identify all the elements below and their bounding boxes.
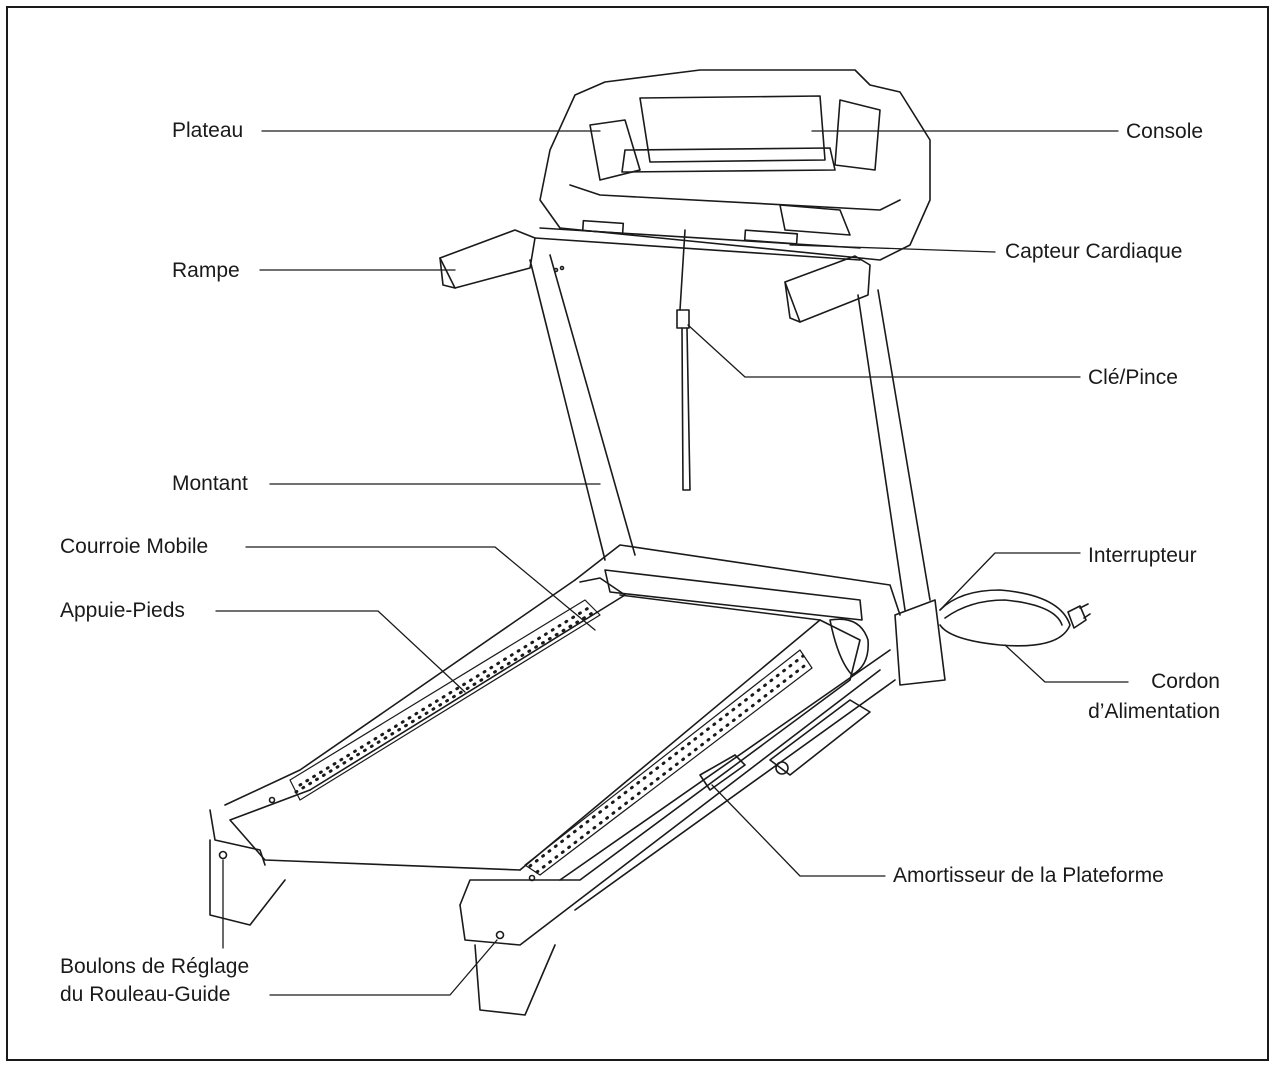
label-amortisseur: Amortisseur de la Plateforme	[893, 864, 1164, 887]
foot-rail-left	[289, 599, 601, 801]
leader-cle	[687, 324, 1081, 378]
leader-amortisseur	[711, 784, 886, 877]
uprights	[529, 254, 946, 686]
diagram-frame	[6, 6, 1269, 1061]
leader-interrupteur	[939, 552, 1081, 611]
leader-lines	[215, 130, 1129, 996]
label-rampe: Rampe	[172, 259, 240, 282]
label-boulons-line2: du Rouleau-Guide	[60, 983, 231, 1006]
leader-appuie	[215, 610, 466, 693]
safety-key	[676, 229, 691, 491]
label-boulons-line1: Boulons de Réglage	[60, 955, 250, 978]
power-cord	[939, 589, 1091, 647]
label-capteur-cardiaque: Capteur Cardiaque	[1005, 240, 1183, 263]
label-interrupteur: Interrupteur	[1088, 544, 1197, 567]
label-cle-pince: Clé/Pince	[1088, 366, 1178, 389]
label-cordon-line2: d’Alimentation	[1088, 700, 1220, 723]
label-plateau: Plateau	[172, 119, 244, 142]
label-console: Console	[1126, 120, 1204, 143]
leader-courroie	[245, 546, 596, 631]
deck	[209, 544, 901, 1016]
label-appuie-pieds: Appuie-Pieds	[60, 599, 185, 622]
leader-boulons-bottom	[269, 939, 498, 996]
label-montant: Montant	[172, 472, 248, 495]
leader-cordon	[1004, 644, 1129, 683]
label-courroie-mobile: Courroie Mobile	[60, 535, 209, 558]
label-cordon-line1: Cordon	[1151, 670, 1220, 693]
console	[534, 69, 931, 261]
leader-capteur	[789, 244, 996, 253]
handrails	[439, 229, 871, 323]
foot-rail-right	[524, 649, 813, 876]
